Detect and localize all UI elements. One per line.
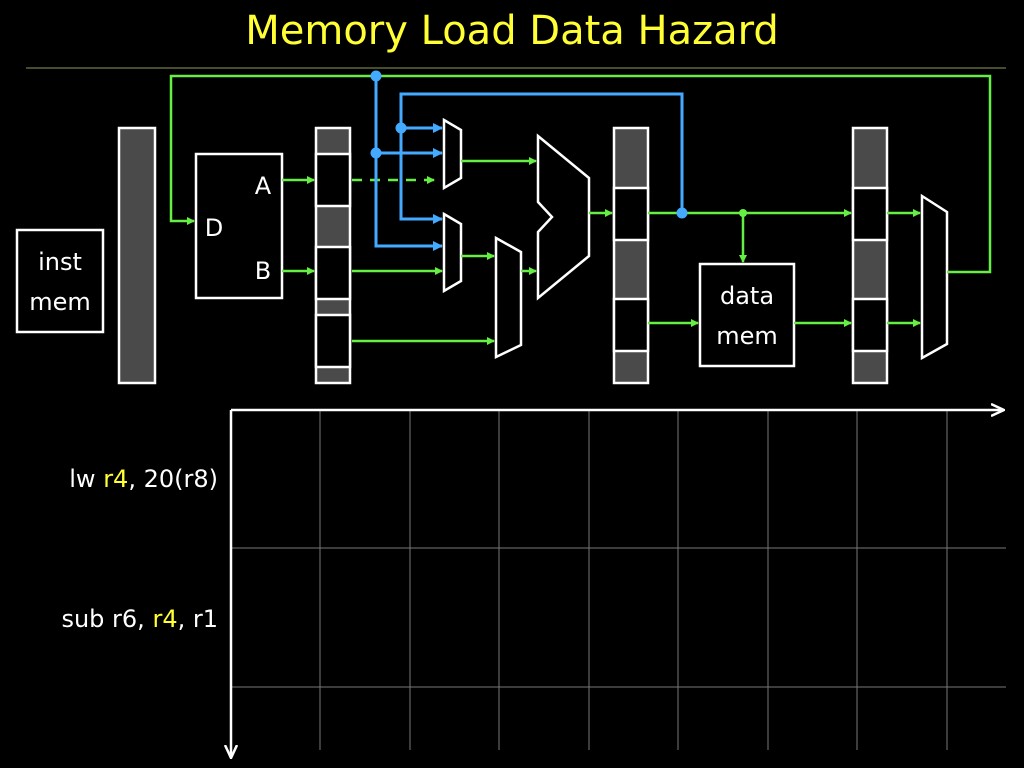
regfile-b-label: B — [255, 257, 271, 285]
alu — [536, 133, 591, 301]
wire-junction — [739, 209, 747, 217]
id-ex-register — [314, 126, 352, 385]
data-mem-label-1: data — [720, 282, 774, 310]
datapath-wires — [169, 74, 992, 345]
inst-mem-box — [15, 228, 105, 334]
mem-wb-register — [851, 126, 889, 385]
data-mem-label-2: mem — [716, 322, 778, 350]
forward-mux-a — [442, 117, 463, 191]
if-id-register — [117, 126, 157, 385]
forwarding-paths — [374, 76, 684, 251]
instruction-lw: lw r4, 20(r8) — [69, 465, 218, 493]
writeback-mux — [920, 193, 949, 361]
inst-mem-label-2: mem — [29, 288, 91, 316]
forwarding-junctions — [370, 70, 688, 219]
regfile-d-label: D — [205, 214, 223, 242]
forward-mux-b — [442, 211, 463, 294]
ex-mem-register — [612, 126, 650, 385]
inst-mem-label-1: inst — [38, 248, 82, 276]
alu-input-mux — [494, 235, 523, 359]
regfile-a-label: A — [255, 172, 272, 200]
hazard-register: r4 — [152, 605, 178, 633]
data-mem-box — [698, 262, 796, 368]
timing-grid — [231, 410, 1006, 750]
instruction-sub: sub r6, r4, r1 — [61, 605, 218, 633]
dest-register: r4 — [103, 465, 129, 493]
register-file — [194, 152, 284, 300]
slide-title: Memory Load Data Hazard — [245, 8, 779, 54]
